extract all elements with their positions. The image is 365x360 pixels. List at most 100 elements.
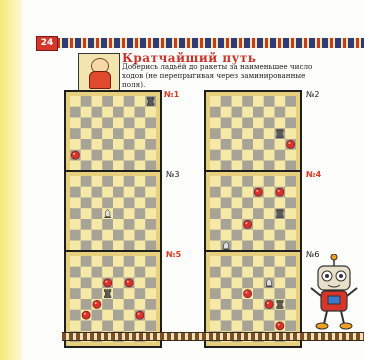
board-square <box>264 150 275 161</box>
board-square <box>242 299 253 310</box>
board-square <box>124 219 135 230</box>
rook-icon <box>277 300 284 308</box>
board-square <box>275 198 286 209</box>
board-square <box>92 118 103 129</box>
board-square <box>210 299 221 310</box>
board-square <box>70 256 81 267</box>
board-square <box>135 139 146 150</box>
board-label-3: №3 <box>166 170 179 179</box>
board-square <box>253 256 264 267</box>
board-square <box>242 150 253 161</box>
board-square <box>92 288 103 299</box>
board-square <box>232 96 243 107</box>
board-square <box>81 278 92 289</box>
board-square <box>124 118 135 129</box>
board-square <box>264 321 275 332</box>
board-square <box>124 128 135 139</box>
board-square <box>210 150 221 161</box>
board-square <box>81 139 92 150</box>
mine-icon <box>93 300 101 308</box>
board-square <box>102 299 113 310</box>
board-square <box>275 256 286 267</box>
board-square <box>135 208 146 219</box>
board-square <box>92 219 103 230</box>
board-square <box>285 219 296 230</box>
board-square <box>145 267 156 278</box>
board-square <box>210 278 221 289</box>
board-square <box>275 230 286 241</box>
board-square <box>92 208 103 219</box>
board-square <box>285 267 296 278</box>
board-square <box>221 267 232 278</box>
board-square <box>81 288 92 299</box>
board-square <box>210 118 221 129</box>
board-square <box>242 187 253 198</box>
board-square <box>210 139 221 150</box>
board-square <box>232 118 243 129</box>
board-square <box>102 230 113 241</box>
board-square <box>92 96 103 107</box>
board-square <box>264 139 275 150</box>
board-square <box>135 278 146 289</box>
board-square <box>113 230 124 241</box>
board-square <box>145 230 156 241</box>
board-square <box>210 310 221 321</box>
board-square <box>275 96 286 107</box>
board-square <box>92 176 103 187</box>
board-square <box>285 208 296 219</box>
mine-icon <box>244 290 252 298</box>
board-square <box>145 150 156 161</box>
board-square <box>275 288 286 299</box>
board-square <box>81 198 92 209</box>
board-square <box>221 139 232 150</box>
board-square <box>145 107 156 118</box>
page-number: 24 <box>36 36 58 51</box>
board-square <box>70 278 81 289</box>
board-square <box>70 176 81 187</box>
board-square <box>81 96 92 107</box>
board-square <box>145 310 156 321</box>
board-label-2: №2 <box>306 90 319 99</box>
board-square <box>232 230 243 241</box>
board-square <box>124 230 135 241</box>
mine-icon <box>82 311 90 319</box>
board-square <box>285 176 296 187</box>
board-square <box>232 208 243 219</box>
board-square <box>264 288 275 299</box>
board-square <box>253 278 264 289</box>
board-square <box>285 128 296 139</box>
board-square <box>145 278 156 289</box>
board-square <box>113 310 124 321</box>
board-square <box>102 321 113 332</box>
board-square <box>135 256 146 267</box>
board-square <box>102 187 113 198</box>
board-square <box>253 299 264 310</box>
rook-icon <box>277 129 284 137</box>
decorative-footer-strip <box>62 332 364 341</box>
board-square <box>242 208 253 219</box>
mine-icon <box>244 220 252 228</box>
board-square <box>221 176 232 187</box>
board-square <box>221 230 232 241</box>
board-square <box>145 118 156 129</box>
board-square <box>70 230 81 241</box>
board-square <box>264 267 275 278</box>
board-square <box>113 278 124 289</box>
board-square <box>113 187 124 198</box>
board-square <box>232 219 243 230</box>
board-square <box>81 321 92 332</box>
board-square <box>135 198 146 209</box>
board-square <box>253 176 264 187</box>
board-square <box>70 288 81 299</box>
board-square <box>102 139 113 150</box>
board-square <box>232 107 243 118</box>
board-square <box>102 107 113 118</box>
board-square <box>253 310 264 321</box>
board-square <box>81 230 92 241</box>
board-square <box>285 198 296 209</box>
board-square <box>210 288 221 299</box>
board-square <box>221 150 232 161</box>
board-square <box>135 118 146 129</box>
board-square <box>264 176 275 187</box>
board-square <box>253 150 264 161</box>
